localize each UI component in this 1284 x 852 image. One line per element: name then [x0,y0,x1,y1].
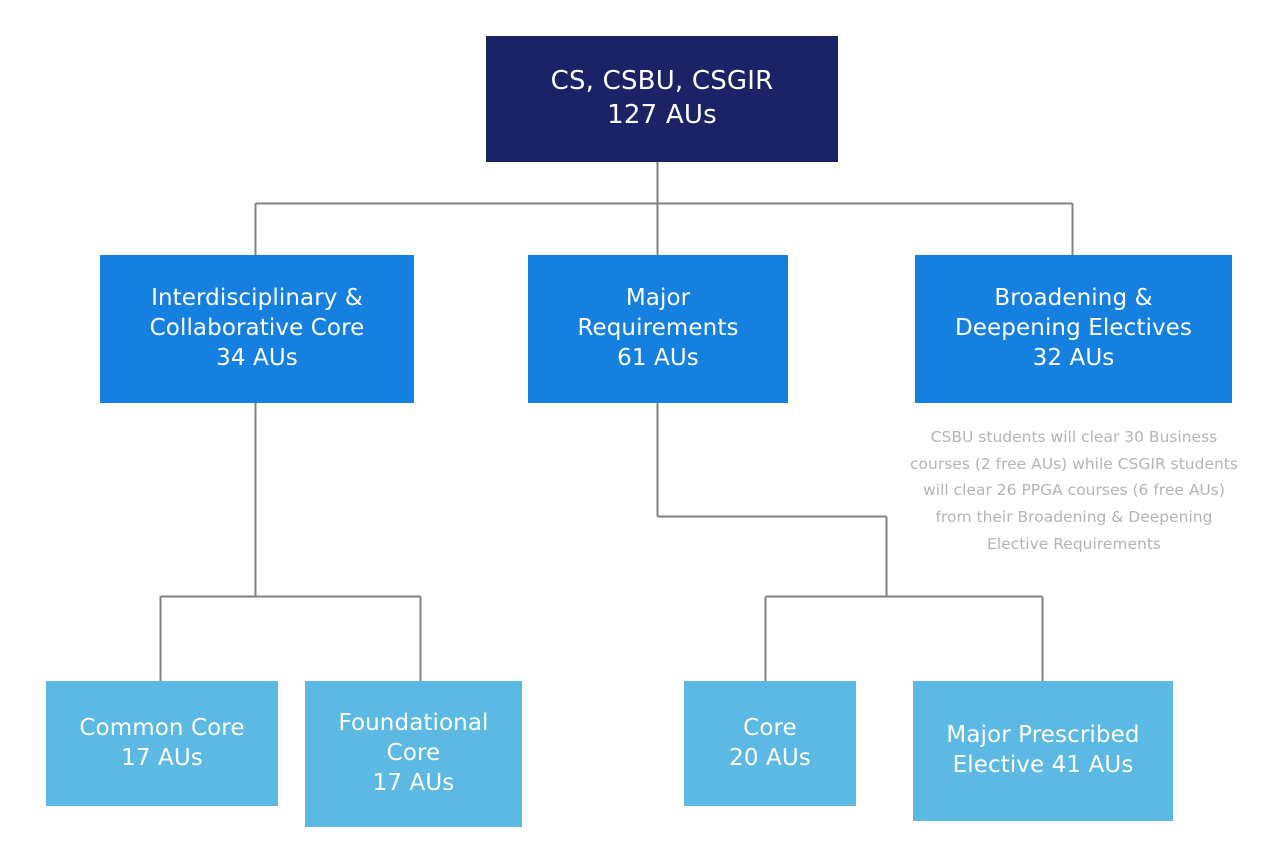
node-broadening-deepening-electives[interactable]: Broadening & Deepening Electives 32 AUs [915,255,1232,403]
node-interdisciplinary-collaborative-core[interactable]: Interdisciplinary & Collaborative Core 3… [100,255,414,403]
node-common-core[interactable]: Common Core 17 AUs [46,681,278,806]
node-root-program[interactable]: CS, CSBU, CSGIR 127 AUs [486,36,838,162]
node-major-requirements[interactable]: Major Requirements 61 AUs [528,255,788,403]
note-csbu-csgir-electives: CSBU students will clear 30 Business cou… [910,428,1238,553]
node-core[interactable]: Core 20 AUs [684,681,856,806]
node-major-prescribed-elective[interactable]: Major Prescribed Elective 41 AUs [913,681,1173,821]
node-foundational-core[interactable]: Foundational Core 17 AUs [305,681,522,827]
